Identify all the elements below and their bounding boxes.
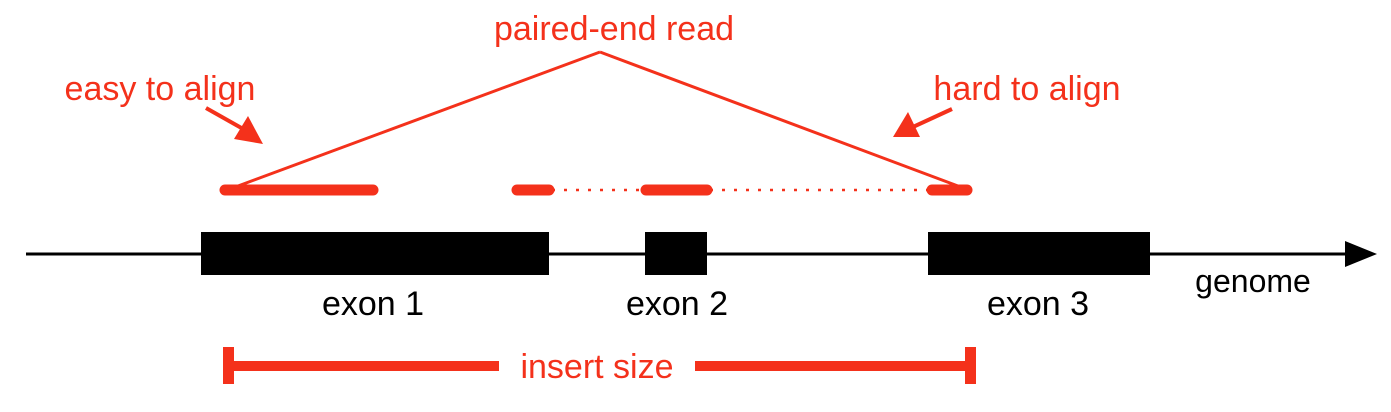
exon-2-block	[645, 232, 707, 275]
exon-3-block	[928, 232, 1150, 275]
exon-3-label: exon 3	[987, 285, 1089, 323]
annotation-arrows	[205, 106, 953, 144]
insert-size-line-right	[695, 361, 965, 371]
insert-size-cap-right	[965, 347, 976, 384]
pairing-line-right	[599, 50, 959, 188]
easy-arrow-icon	[205, 106, 263, 144]
insert-size-bar	[223, 347, 976, 384]
hard-to-align-label: hard to align	[933, 70, 1120, 108]
insert-size-label: insert size	[520, 348, 673, 386]
easy-to-align-label: easy to align	[65, 70, 256, 108]
exon-1-block	[201, 232, 549, 275]
genome-label: genome	[1195, 263, 1311, 299]
exon-2-label: exon 2	[626, 285, 728, 323]
insert-size-line-left	[234, 361, 499, 371]
exon-1-label: exon 1	[322, 285, 424, 323]
pairing-lines	[237, 50, 959, 188]
exon-blocks	[201, 232, 1150, 275]
insert-size-cap-left	[223, 347, 234, 384]
genome-arrowhead-icon	[1345, 241, 1377, 267]
pairing-line-left	[237, 50, 601, 188]
hard-arrow-icon	[893, 107, 953, 137]
paired-end-read-label: paired-end read	[494, 10, 734, 48]
